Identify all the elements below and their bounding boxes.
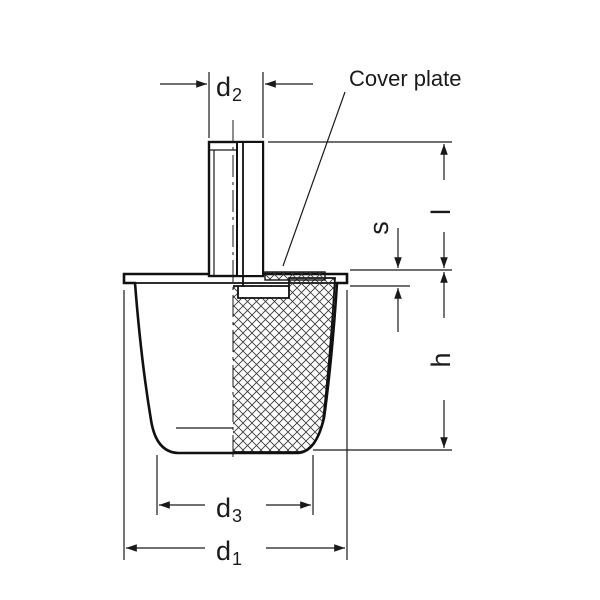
dim-d3: d 3 bbox=[159, 493, 311, 526]
stud-section-cut bbox=[236, 141, 264, 277]
label-cover-plate: Cover plate bbox=[349, 66, 462, 91]
embedded-nut-fill bbox=[239, 287, 288, 297]
threaded-stud bbox=[207, 140, 265, 286]
label-d3-main: d bbox=[216, 493, 231, 523]
buffer-body bbox=[122, 272, 349, 455]
label-d1-main: d bbox=[216, 536, 231, 566]
body-section-outline bbox=[233, 277, 336, 453]
dim-h: h bbox=[426, 272, 456, 448]
label-d2-main: d bbox=[216, 72, 231, 102]
label-d3-sub: 3 bbox=[232, 506, 242, 526]
body-left-face bbox=[134, 282, 152, 421]
dim-d1: d 1 bbox=[126, 536, 345, 569]
label-h: h bbox=[426, 352, 456, 367]
dim-d2: d 2 bbox=[160, 72, 313, 105]
extension-lines bbox=[123, 72, 452, 560]
cover-plate bbox=[237, 271, 326, 299]
label-d2-sub: 2 bbox=[232, 85, 242, 105]
cover-plate-section bbox=[264, 271, 326, 281]
dim-s: s bbox=[364, 221, 402, 332]
body-section-hatch bbox=[233, 278, 335, 452]
callout-cover-plate: Cover plate bbox=[282, 66, 462, 267]
label-d1-sub: 1 bbox=[232, 549, 242, 569]
dim-l: l bbox=[426, 144, 456, 268]
label-s: s bbox=[364, 221, 394, 235]
embedded-nut bbox=[237, 286, 290, 299]
label-l: l bbox=[426, 209, 456, 215]
